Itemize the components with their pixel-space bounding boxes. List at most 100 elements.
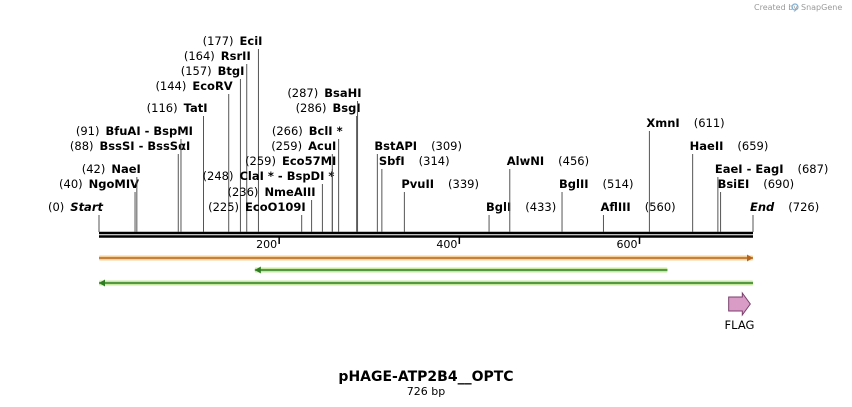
map-title: pHAGE-ATP2B4__OPTC [338, 369, 513, 385]
site-name: SbfI [379, 154, 405, 168]
site-label: (286) BsgI [296, 101, 361, 115]
site-name: XmnI [646, 116, 679, 130]
site-bsgi[interactable]: (286) BsgI [296, 101, 361, 232]
site-label: AlwNI(456) [507, 154, 589, 168]
site-label: (157)BtgI [181, 64, 245, 78]
site-nmeaiii[interactable]: (236) NmeAIII [228, 185, 316, 232]
sequence-ruler [99, 231, 753, 238]
site-position: (91) [76, 124, 100, 138]
site-position: (287) [287, 86, 318, 100]
site-position: (456) [558, 154, 589, 168]
site-position: (726) [788, 200, 819, 214]
map-length: 726 bp [407, 385, 445, 398]
site-position: (144) [155, 79, 186, 93]
feature-flag-label: FLAG [725, 318, 755, 332]
feature-direction-arrow-icon [99, 279, 105, 287]
site-position: (611) [694, 116, 725, 130]
site-name: EcoO109I [245, 200, 306, 214]
site-name: NgoMIV [89, 177, 139, 191]
site-xmni[interactable]: XmnI (611) [646, 116, 725, 232]
site-position: (690) [763, 177, 794, 191]
snapgene-logo-icon [791, 3, 799, 11]
site-label: (116)TatI [147, 101, 208, 115]
site-name-alt: BssSαI [147, 139, 190, 153]
site-btgi[interactable]: (157)BtgI [181, 64, 245, 232]
site-name: HaeII [690, 139, 724, 153]
ruler-tick-label: 400 [436, 238, 457, 251]
site-position: (0) [48, 200, 64, 214]
site-position: (164) [184, 49, 215, 63]
site-sbfi[interactable]: SbfI(314) [379, 154, 450, 232]
site-position: (157) [181, 64, 212, 78]
site-bstapi[interactable]: BstAPI(309) [374, 139, 462, 232]
site-name: Start [70, 200, 103, 214]
site-label: PvuII(339) [401, 177, 479, 191]
site-label: BsiEI(690) [718, 177, 795, 191]
site-label: (248)ClaI *-BspDI * [203, 169, 335, 183]
site-name: BfuAI [105, 124, 140, 138]
feature-direction-arrow-icon [747, 254, 753, 262]
site-name: NmeAIII [264, 185, 315, 199]
site-name-alt: EagI [755, 162, 783, 176]
site-label: (91)BfuAI-BspMI [76, 124, 193, 138]
site-name: BsaHI [324, 86, 361, 100]
site-label: (266)BclI * [272, 124, 343, 138]
site-haeii[interactable]: HaeII (659) [690, 139, 769, 232]
site-ecii[interactable]: (177) EciI [203, 34, 263, 232]
site-end[interactable]: End (726) [750, 200, 819, 232]
site-bsiei[interactable]: BsiEI(690) [718, 177, 795, 232]
site-label: SbfI(314) [379, 154, 450, 168]
site-naei[interactable]: (42)NaeI [82, 162, 141, 232]
site-tati[interactable]: (116)TatI [147, 101, 208, 232]
site-bglii[interactable]: BglII (514) [559, 177, 633, 232]
site-label: End (726) [750, 200, 819, 214]
credit-text: Created by [754, 3, 798, 12]
site-name: End [750, 200, 775, 214]
site-name: EciI [240, 34, 263, 48]
feature-tracks: FLAG [99, 254, 755, 332]
site-position: (236) [228, 185, 259, 199]
site-label: BglI(433) [486, 200, 556, 214]
site-name: BsgI [333, 101, 361, 115]
site-name: ClaI * [239, 169, 273, 183]
site-bgli[interactable]: BglI(433) [486, 200, 556, 232]
ruler-ticks: 200 400 600 [256, 237, 641, 251]
site-name: BglII [559, 177, 589, 191]
site-position: (40) [59, 177, 83, 191]
site-position: (42) [82, 162, 106, 176]
site-name: AflIII [600, 200, 630, 214]
site-name: EcoRV [192, 79, 232, 93]
site-alwni[interactable]: AlwNI(456) [507, 154, 589, 232]
site-label: AflIII(560) [600, 200, 675, 214]
site-rsrii[interactable]: (164)RsrII [184, 49, 251, 232]
site-name: PvuII [401, 177, 434, 191]
site-position: (248) [203, 169, 234, 183]
site-label: (177) EciI [203, 34, 263, 48]
feature-flag-arrow[interactable] [728, 291, 751, 317]
site-position: (659) [737, 139, 768, 153]
site-bcli[interactable]: (266)BclI * [272, 124, 343, 232]
site-bfuai[interactable]: (91)BfuAI-BspMI [76, 124, 193, 232]
site-clai[interactable]: (248)ClaI *-BspDI * [203, 169, 335, 232]
site-label: (259)Eco57MI [245, 154, 336, 168]
site-label: BstAPI(309) [374, 139, 462, 153]
ruler-tick-label: 200 [256, 238, 277, 251]
site-acui[interactable]: (259)AcuI [271, 139, 336, 232]
site-ecorv[interactable]: (144) EcoRV [155, 79, 233, 232]
site-position: (177) [203, 34, 234, 48]
site-pvuii[interactable]: PvuII(339) [401, 177, 479, 232]
site-bsahi[interactable]: (287) BsaHI [287, 86, 362, 232]
site-bsssi[interactable]: (88)BssSI-BssSαI [70, 139, 190, 232]
site-label: (236) NmeAIII [228, 185, 316, 199]
site-position: (514) [603, 177, 634, 191]
site-position: (286) [296, 101, 327, 115]
site-afliii[interactable]: AflIII(560) [600, 200, 676, 232]
site-start[interactable]: (0) Start [48, 200, 104, 232]
ruler-tick-label: 600 [616, 238, 637, 251]
site-label: (0) Start [48, 200, 104, 214]
site-name-alt: BspMI [153, 124, 193, 138]
site-ecoo109i[interactable]: (225)EcoO109I [208, 200, 306, 232]
site-eaei[interactable]: EaeI-EagI(687) [715, 162, 829, 232]
site-ngomiv[interactable]: (40) NgoMIV [59, 177, 139, 232]
